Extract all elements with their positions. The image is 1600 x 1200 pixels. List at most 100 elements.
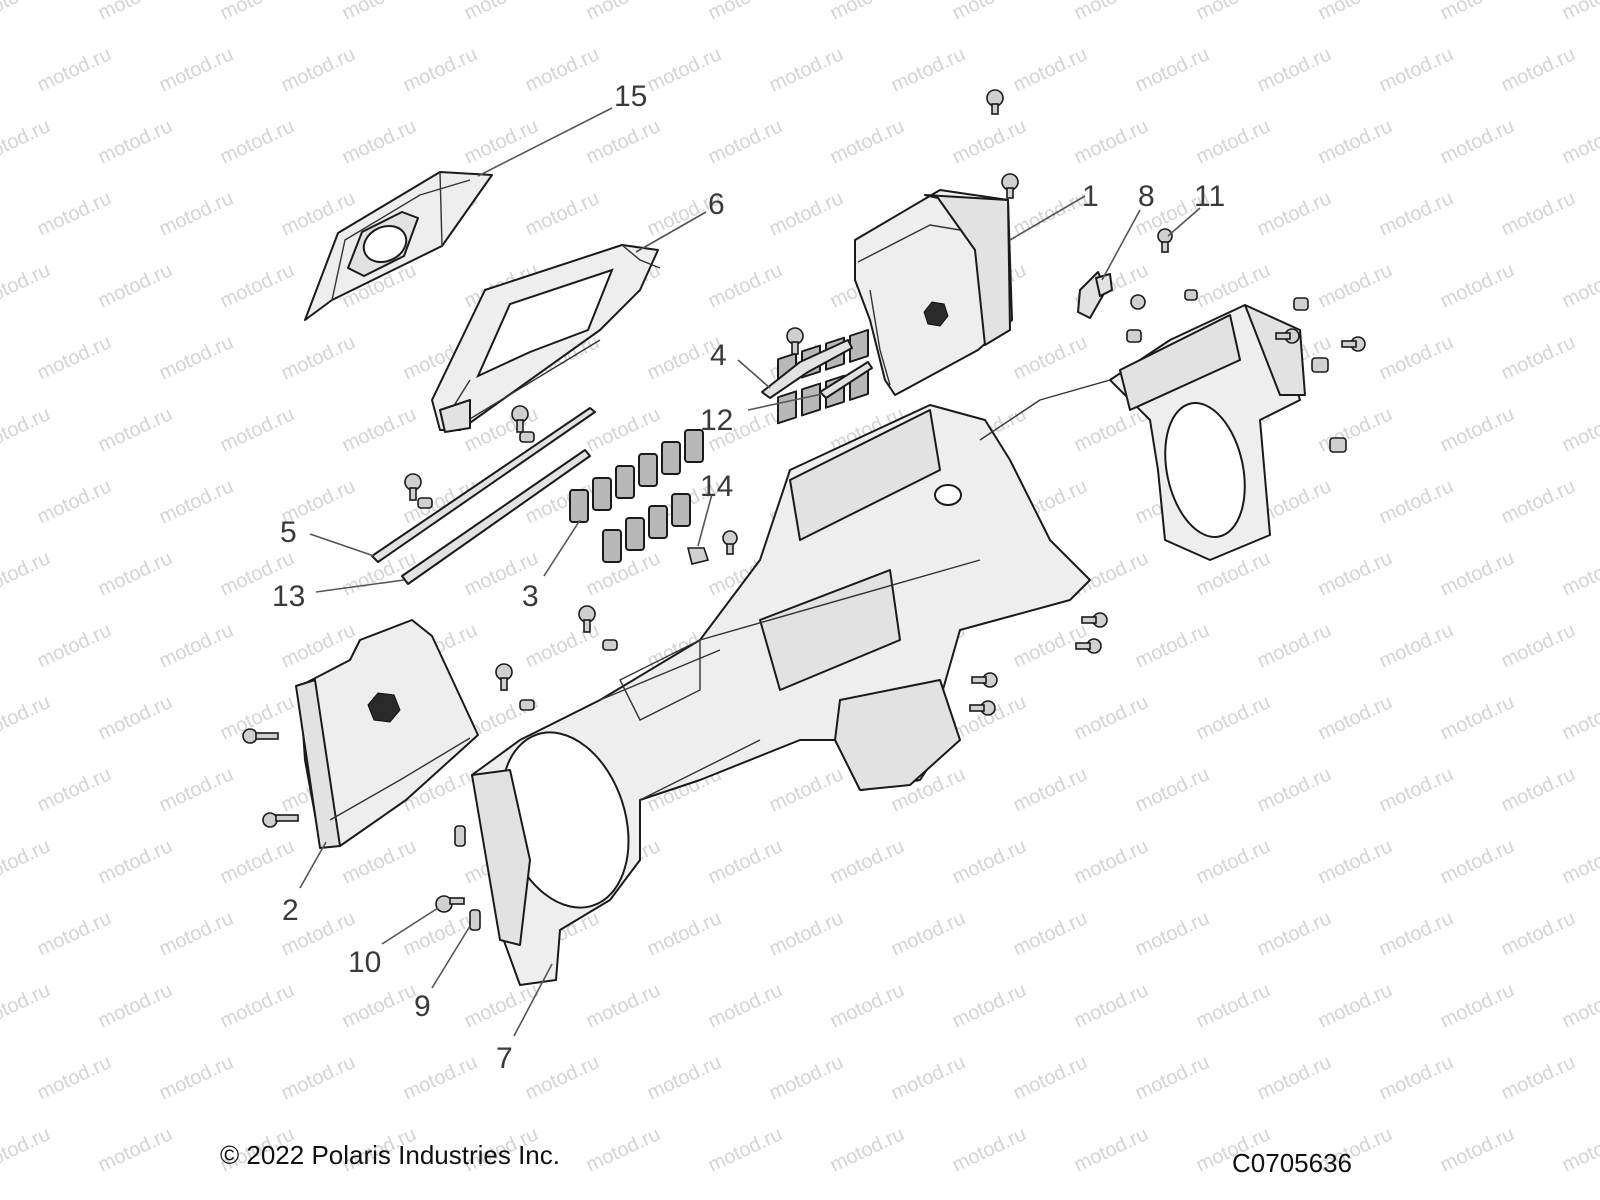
watermark-text: motod.ru <box>705 979 786 1032</box>
leader-15 <box>477 107 613 177</box>
watermark-text: motod.ru <box>644 1051 725 1104</box>
fastener <box>519 431 535 443</box>
watermark-text: motod.ru <box>217 0 298 25</box>
watermark-text: motod.ru <box>1437 547 1518 600</box>
watermark-text: motod.ru <box>583 547 664 600</box>
part-2-left-panel <box>295 619 479 849</box>
watermark-text: motod.ru <box>400 43 481 96</box>
watermark-text: motod.ru <box>583 1123 664 1176</box>
watermark-text: motod.ru <box>1559 259 1600 312</box>
callout-5: 5 <box>280 516 297 549</box>
watermark-text: motod.ru <box>339 115 420 168</box>
fastener <box>511 405 529 433</box>
fastener <box>495 663 513 691</box>
callout-2: 2 <box>282 894 299 927</box>
watermark-text: motod.ru <box>1498 907 1579 960</box>
watermark-text: motod.ru <box>1193 115 1274 168</box>
watermark-text: motod.ru <box>827 979 908 1032</box>
watermark-text: motod.ru <box>1193 259 1274 312</box>
watermark-text: motod.ru <box>522 475 603 528</box>
leader-9 <box>431 925 471 989</box>
fastener <box>404 473 422 501</box>
watermark-text: motod.ru <box>1010 907 1091 960</box>
watermark-text: motod.ru <box>1132 763 1213 816</box>
fastener <box>602 639 618 651</box>
watermark-text: motod.ru <box>1376 763 1457 816</box>
watermark-text: motod.ru <box>1315 403 1396 456</box>
watermark-text: motod.ru <box>888 43 969 96</box>
watermark-text: motod.ru <box>766 1051 847 1104</box>
watermark-text: motod.ru <box>827 1123 908 1176</box>
fastener <box>435 895 465 913</box>
fastener <box>262 812 299 828</box>
watermark-text: motod.ru <box>156 907 237 960</box>
watermark-text: motod.ru <box>1071 1123 1152 1176</box>
watermark-text: motod.ru <box>34 907 115 960</box>
watermark-text: motod.ru <box>705 835 786 888</box>
leader-8 <box>1101 209 1141 281</box>
fastener <box>1075 638 1102 654</box>
watermark-text: motod.ru <box>1071 835 1152 888</box>
watermark-text: motod.ru <box>1376 907 1457 960</box>
watermark-text: motod.ru <box>1498 187 1579 240</box>
watermark-text: motod.ru <box>888 907 969 960</box>
watermark-text: motod.ru <box>95 835 176 888</box>
watermark-text: motod.ru <box>1254 187 1335 240</box>
watermark-text: motod.ru <box>705 115 786 168</box>
leader-6 <box>635 211 707 253</box>
watermark-text: motod.ru <box>1132 907 1213 960</box>
fastener <box>519 699 535 711</box>
callout-8: 8 <box>1138 180 1155 213</box>
watermark-text: motod.ru <box>34 187 115 240</box>
fastener <box>1311 357 1329 373</box>
watermark-text: motod.ru <box>156 619 237 672</box>
watermark-text: motod.ru <box>1254 43 1335 96</box>
watermark-text: motod.ru <box>0 403 54 456</box>
right-end-bracket <box>979 304 1306 561</box>
watermark-text: motod.ru <box>0 979 54 1032</box>
watermark-text: motod.ru <box>949 115 1030 168</box>
watermark-text: motod.ru <box>1132 43 1213 96</box>
watermark-text: motod.ru <box>0 691 54 744</box>
watermark-text: motod.ru <box>827 0 908 25</box>
watermark-text: motod.ru <box>1071 0 1152 25</box>
watermark-text: motod.ru <box>95 115 176 168</box>
watermark-text: motod.ru <box>1437 1123 1518 1176</box>
watermark-text: motod.ru <box>1498 43 1579 96</box>
watermark-text: motod.ru <box>95 259 176 312</box>
watermark-text: motod.ru <box>644 907 725 960</box>
watermark-text: motod.ru <box>1010 43 1091 96</box>
watermark-text: motod.ru <box>1437 403 1518 456</box>
fastener <box>1341 336 1366 352</box>
fastener <box>1293 297 1309 311</box>
watermark-text: motod.ru <box>949 835 1030 888</box>
watermark-text: motod.ru <box>95 547 176 600</box>
fastener <box>969 700 996 716</box>
watermark-text: motod.ru <box>583 115 664 168</box>
watermark-text: motod.ru <box>1376 331 1457 384</box>
part-3-switch-blanks <box>569 429 704 563</box>
watermark-text: motod.ru <box>1498 331 1579 384</box>
watermark-text: motod.ru <box>766 43 847 96</box>
callout-14: 14 <box>700 470 733 503</box>
watermark-text: motod.ru <box>583 979 664 1032</box>
part-13-trim-strip <box>401 449 591 585</box>
watermark-text: motod.ru <box>0 835 54 888</box>
watermark-text: motod.ru <box>1315 115 1396 168</box>
watermark-text: motod.ru <box>217 115 298 168</box>
watermark-text: motod.ru <box>1559 1123 1600 1176</box>
fastener <box>1001 173 1019 199</box>
leader-4 <box>737 359 771 389</box>
watermark-text: motod.ru <box>1559 691 1600 744</box>
watermark-text: motod.ru <box>156 187 237 240</box>
watermark-text: motod.ru <box>34 1051 115 1104</box>
watermark-text: motod.ru <box>1010 1051 1091 1104</box>
watermark-text: motod.ru <box>1254 1051 1335 1104</box>
watermark-text: motod.ru <box>705 0 786 25</box>
watermark-text: motod.ru <box>1315 0 1396 25</box>
leader-12 <box>747 393 823 411</box>
leader-13 <box>315 579 405 593</box>
part-12-bracket <box>819 361 873 399</box>
watermark-text: motod.ru <box>1376 1051 1457 1104</box>
